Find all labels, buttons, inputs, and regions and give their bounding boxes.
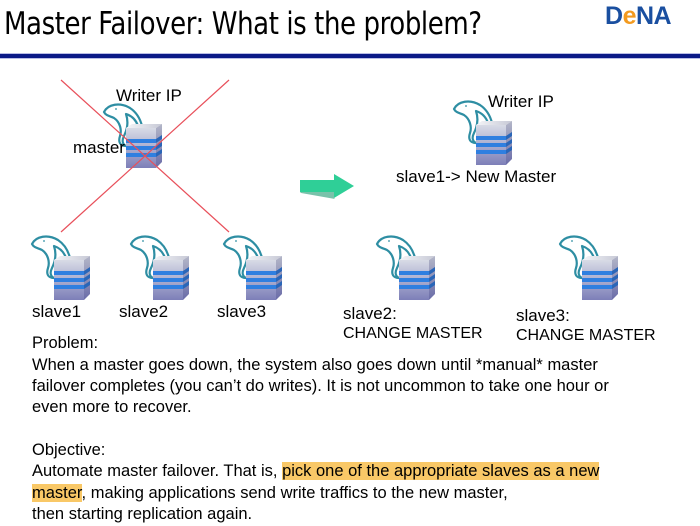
slide-title: Master Failover: What is the problem? [4,6,482,42]
slave2-label: slave2 [119,302,169,321]
writer-ip-label-after: Writer IP [488,92,554,111]
slave1-label: slave1 [32,302,82,321]
slave3-server-icon [220,232,290,302]
slave3-label: slave3 [217,302,267,321]
slave2-after-action: CHANGE MASTER [343,325,483,342]
master-label: master [73,138,125,157]
slave2-server-icon [127,232,197,302]
objective-highlight-1: pick one of the appropriate slaves as a … [282,462,600,480]
objective-heading: Objective: [32,441,106,459]
title-divider [0,54,700,58]
objective-line-3: then starting replication again. [32,505,253,523]
slave2-after-server-icon [373,232,443,302]
problem-heading: Problem: [32,334,99,352]
problem-line-1: When a master goes down, the system also… [32,356,598,374]
problem-line-2: failover completes (you can’t do writes)… [32,377,609,395]
slave3-after-action: CHANGE MASTER [516,327,656,344]
transition-arrow-icon [300,174,354,199]
objective-line-1: Automate master failover. That is, pick … [32,461,600,483]
objective-line-2-plain: , making applications send write traffic… [81,484,508,502]
logo-part-na: NA [635,2,672,30]
master-server-icon [100,100,170,170]
new-master-label: slave1-> New Master [396,167,557,186]
objective-line-1-plain: Automate master failover. That is, [32,462,283,480]
slave2-after-name: slave2: [343,304,397,323]
slave1-server-icon [28,232,98,302]
slave3-after-server-icon [556,232,626,302]
dena-logo: DeNA [605,2,672,31]
problem-line-3: even more to recover. [32,398,192,416]
logo-part-e: e [622,2,637,30]
slave3-after-name: slave3: [516,306,570,325]
objective-highlight-2: master [32,484,82,502]
objective-line-2: master, making applications send write t… [32,483,508,505]
writer-ip-label-before: Writer IP [116,86,182,105]
logo-part-d: D [605,2,623,30]
